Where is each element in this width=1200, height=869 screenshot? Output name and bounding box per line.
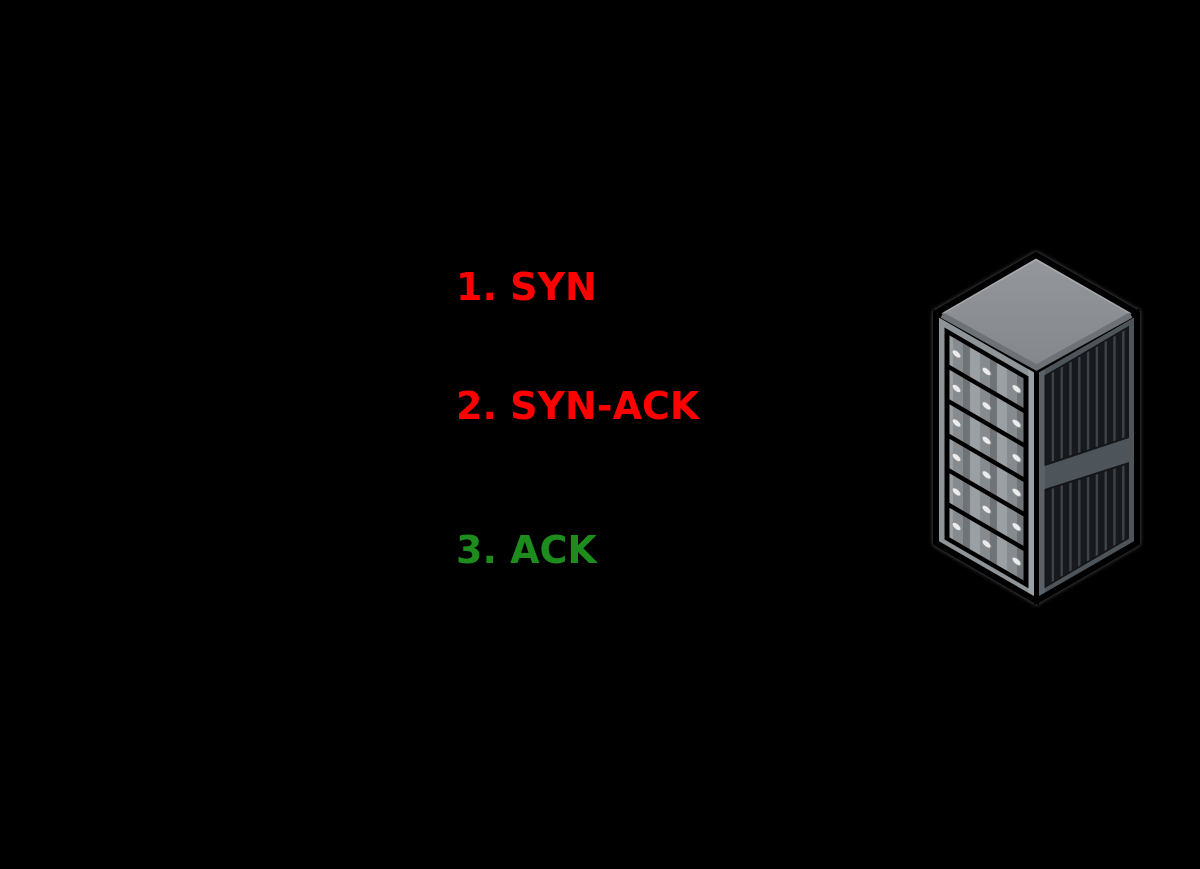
vent-panel-bottom [1044,461,1129,589]
drawer-separators [947,363,1026,553]
drawer-screw-dots [951,349,1022,567]
rack-outline [933,252,1140,604]
vent-panel-top [1044,325,1129,467]
step-label-syn: 1. SYN [456,265,597,309]
server-front-face [933,309,1039,606]
server-side-face [1034,308,1140,605]
server-rack-icon [916,243,1161,618]
step-label-syn-ack: 2. SYN-ACK [456,384,700,428]
server-rack-illustration [933,252,1140,606]
step-label-ack: 3. ACK [456,528,597,572]
